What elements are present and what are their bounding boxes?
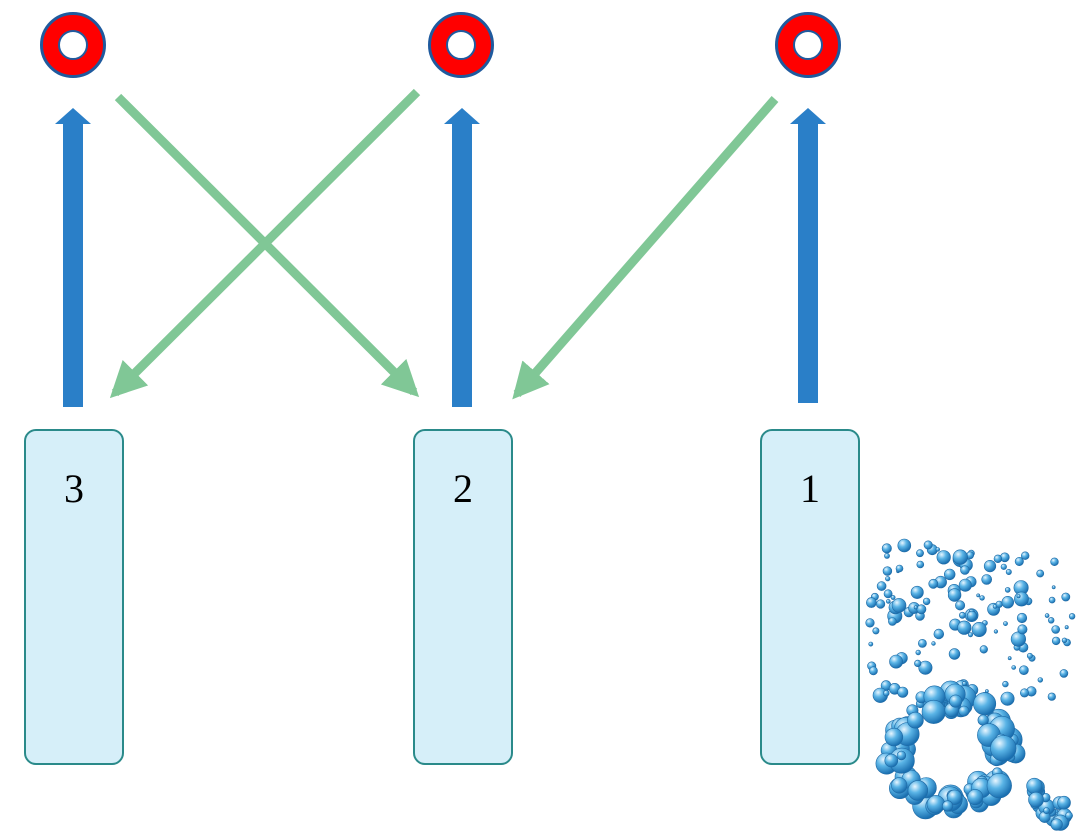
up-arrow-3-head — [55, 108, 91, 124]
column-box-3: 3 — [24, 429, 124, 765]
o2-bubbles-icon — [865, 538, 1076, 831]
column-label: 1 — [800, 466, 820, 511]
diag-arrow-mid-ring-to-3 — [109, 88, 421, 399]
red-ring-icon — [775, 12, 841, 78]
red-ring-icon — [40, 12, 106, 78]
red-ring-icon — [428, 12, 494, 78]
column-label: 2 — [453, 466, 473, 511]
column-label: 3 — [64, 466, 84, 511]
column-box-2: 2 — [413, 429, 513, 765]
up-arrow-2-head — [444, 108, 480, 124]
column-box-1: 1 — [760, 429, 860, 765]
up-arrow-1-head — [790, 108, 826, 124]
diag-arrow-right-ring-to-2 — [512, 96, 779, 400]
